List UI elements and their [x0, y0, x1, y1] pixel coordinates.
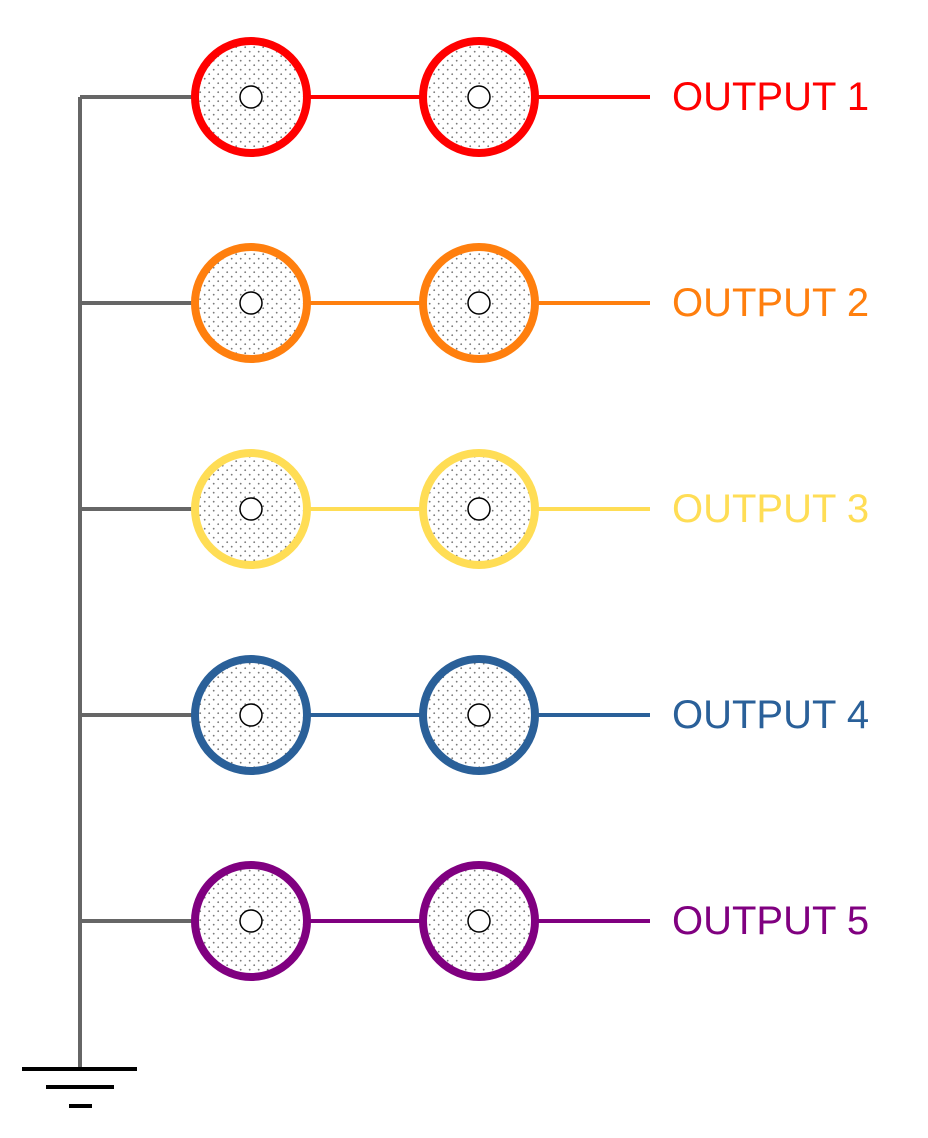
coax-connector-icon — [419, 243, 539, 363]
coax-connector-icon — [191, 243, 311, 363]
ground-symbol — [22, 1067, 137, 1108]
output-row-4: OUTPUT 4 — [80, 655, 869, 775]
output-row-2: OUTPUT 2 — [80, 243, 869, 363]
center-pin — [467, 85, 491, 109]
coax-connector-icon — [419, 449, 539, 569]
coax-connector-icon — [191, 861, 311, 981]
coax-connector-icon — [191, 655, 311, 775]
output-label-5: OUTPUT 5 — [672, 899, 869, 943]
output-row-1: OUTPUT 1 — [80, 37, 869, 157]
output-row-5: OUTPUT 5 — [80, 861, 869, 981]
coax-connector-icon — [191, 449, 311, 569]
center-pin — [239, 909, 263, 933]
output-rows: OUTPUT 1 OUTPUT 2 OUTPUT 3 OUTPUT 4 OUTPUT 5 — [80, 37, 869, 981]
coax-connector-icon — [419, 37, 539, 157]
coax-connector-icon — [419, 655, 539, 775]
output-label-1: OUTPUT 1 — [672, 75, 869, 119]
center-pin — [467, 497, 491, 521]
output-row-3: OUTPUT 3 — [80, 449, 869, 569]
center-pin — [239, 85, 263, 109]
output-label-3: OUTPUT 3 — [672, 487, 869, 531]
center-pin — [239, 497, 263, 521]
center-pin — [239, 291, 263, 315]
output-label-2: OUTPUT 2 — [672, 281, 869, 325]
coax-connector-icon — [191, 37, 311, 157]
center-pin — [239, 703, 263, 727]
center-pin — [467, 703, 491, 727]
center-pin — [467, 291, 491, 315]
center-pin — [467, 909, 491, 933]
coax-connector-icon — [419, 861, 539, 981]
output-label-4: OUTPUT 4 — [672, 693, 869, 737]
